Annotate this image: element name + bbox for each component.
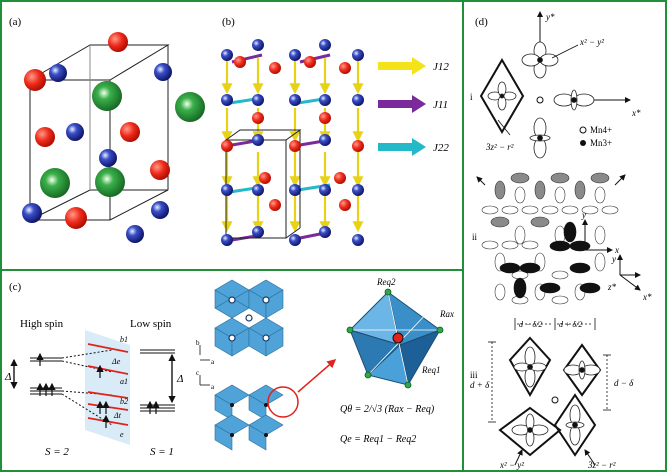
- high-spin-title: High spin: [20, 318, 64, 330]
- xstar-label: x*: [631, 108, 641, 118]
- d-plus-label: d + δ: [470, 380, 490, 390]
- highlight-circle: [267, 386, 299, 418]
- zstar-label: z*: [607, 282, 617, 292]
- panel-b-cell: [224, 129, 302, 239]
- pointer-arrows-iii: [514, 449, 596, 466]
- sub-i-label: i: [470, 92, 473, 102]
- mn4-site-iii: [551, 396, 559, 404]
- axis-c: c: [196, 369, 199, 377]
- zoom-arrow: [297, 359, 337, 393]
- grid-arrows: [476, 174, 641, 291]
- legend-j11-arrow: [378, 95, 426, 113]
- x2y2-pointer: [551, 44, 579, 59]
- b2-label: b2: [120, 397, 128, 406]
- orbitals-iii: [511, 346, 601, 447]
- q-theta-eq: Qθ = 2/√3 (Rax − Req): [340, 404, 435, 415]
- rhombi-iii: [498, 336, 602, 457]
- q-e-eq: Qe = Req1 − Req2: [340, 434, 416, 445]
- delta-t-label: Δt: [113, 411, 122, 420]
- x2y2-label: x² − y²: [579, 37, 604, 47]
- r-eq1-label: Req1: [421, 365, 441, 375]
- x2y2-bottom-label: x² − y²: [499, 460, 524, 470]
- xstar-grid-label: x*: [642, 292, 652, 302]
- distortion-plane: [85, 330, 130, 445]
- grid-y-label: y: [581, 210, 586, 220]
- mn4-legend-dot: [579, 126, 587, 134]
- d-minus-half: d − δ/2: [519, 320, 542, 329]
- delta-e-label: Δe: [111, 357, 121, 366]
- d-plus-half: d + δ/2: [559, 320, 582, 329]
- big-octahedron: [349, 290, 442, 387]
- axis-b: b: [196, 339, 200, 347]
- z2r2-bottom-label: 3z² − r²: [587, 460, 616, 470]
- sub-iii-label: iii: [470, 370, 478, 380]
- delta-left: Δ: [4, 371, 11, 383]
- atoms-a: [22, 32, 205, 243]
- legend-j12-label: J12: [433, 61, 449, 73]
- sub-ii-label: ii: [472, 232, 478, 242]
- z2r2-pointer: [497, 119, 511, 136]
- lattice-axes: [199, 345, 210, 386]
- d-minus-label: d − δ: [614, 378, 634, 388]
- lattice-atoms: [228, 296, 270, 437]
- z2r2-label: 3z² − r²: [485, 142, 514, 152]
- r-eq2-label: Req2: [376, 277, 396, 287]
- mn4-legend: Mn4+: [590, 125, 612, 135]
- orbital-right: [553, 89, 595, 111]
- orbital-in-rhombus: [487, 81, 517, 111]
- panel-d: (d) i y* x* x² − y² 3z² − r² Mn4+: [470, 11, 652, 470]
- e-label: e: [120, 430, 124, 439]
- y-label: y: [611, 254, 616, 264]
- rhombus-i: [479, 58, 525, 134]
- r-ax-label: Rax: [439, 309, 454, 319]
- spin-arrows: [10, 352, 176, 428]
- panel-a-label: (a): [9, 16, 22, 28]
- orbital-bottom: [529, 117, 551, 159]
- b1-label: b1: [120, 335, 128, 344]
- oxygen-sites: [346, 288, 444, 389]
- spacing-markers: [488, 318, 611, 423]
- mn4-site-i: [536, 96, 544, 104]
- panel-c: (c) High spin Low spin: [4, 277, 454, 458]
- panel-d-label: (d): [475, 16, 488, 28]
- legend-j11-label: J11: [433, 99, 448, 111]
- axis-a-top: a: [211, 358, 215, 366]
- orbital-top: [521, 41, 559, 79]
- low-spin-title: Low spin: [130, 318, 172, 330]
- orbital-grid: [481, 172, 619, 305]
- s2-label: S = 2: [45, 446, 69, 458]
- legend-j12-arrow: [378, 57, 426, 75]
- s1-label: S = 1: [150, 446, 174, 458]
- mn3-legend: Mn3+: [590, 138, 612, 148]
- delta-right: Δ: [176, 373, 183, 385]
- exchange-legend: J12 J11 J22: [378, 57, 449, 156]
- a1-label: a1: [120, 377, 128, 386]
- panel-a: (a): [9, 16, 205, 243]
- grid-x-label: x: [614, 245, 619, 255]
- mn3-legend-dot: [580, 140, 586, 146]
- atoms-b: [221, 39, 364, 246]
- central-mn: [392, 332, 404, 344]
- octahedral-lattice: [214, 279, 284, 451]
- ystar-label: y*: [545, 12, 555, 22]
- panel-c-label: (c): [9, 281, 22, 293]
- panel-b: (b): [221, 16, 449, 246]
- legend-j22-arrow: [378, 138, 426, 156]
- panel-b-label: (b): [222, 16, 235, 28]
- j11-bonds: [231, 53, 331, 242]
- axis-a-bottom: a: [211, 383, 215, 391]
- j22-bonds: [229, 96, 331, 194]
- legend-j22-label: J22: [433, 142, 449, 154]
